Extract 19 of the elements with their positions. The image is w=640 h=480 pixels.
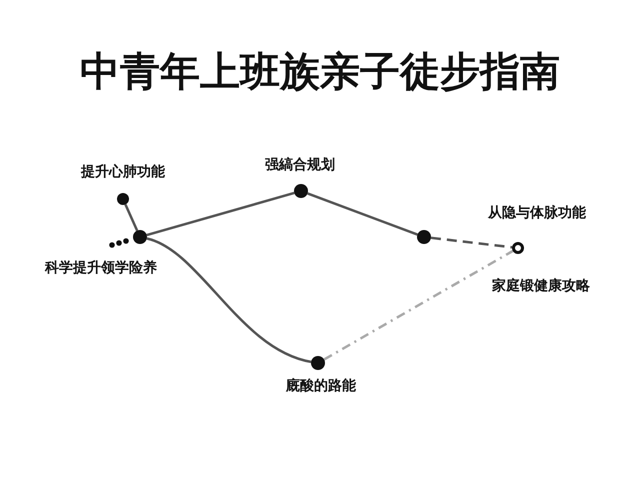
title: 中青年上班族亲子徒步指南: [79, 48, 561, 97]
node-label: 廐酸的路能: [286, 377, 356, 395]
trail-line: [146, 192, 295, 236]
open-circle-marker: [512, 242, 524, 254]
dashed-line: [430, 236, 512, 249]
dot-marker: [311, 356, 325, 370]
dot-marker: [294, 184, 308, 198]
node-label: 强縞合规划: [265, 156, 335, 174]
dashed-line: [323, 250, 514, 361]
node-label: 提升心肺功能: [81, 163, 165, 181]
dot-marker: [117, 193, 129, 205]
trail-line: [146, 237, 312, 364]
dot-marker: [417, 230, 431, 244]
node-caption: 家庭锻健康攻略: [492, 277, 590, 295]
node-label: 科学提升领学险养: [45, 259, 157, 277]
node-label: 从隐与体脉功能: [488, 204, 586, 222]
dot-marker: [133, 230, 147, 244]
trail-line: [307, 192, 418, 236]
trail-line: [124, 204, 138, 232]
